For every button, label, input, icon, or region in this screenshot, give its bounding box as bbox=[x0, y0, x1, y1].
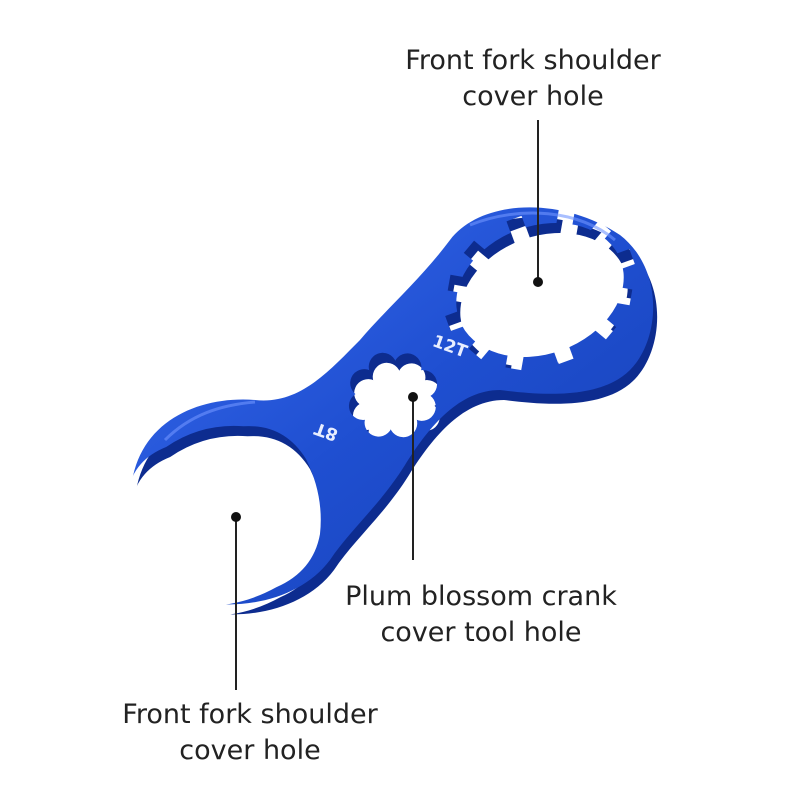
callout-bottom-label: Front fork shoulder cover hole bbox=[122, 697, 377, 769]
callout-middle-leader bbox=[408, 392, 418, 560]
callout-top-label: Front fork shoulder cover hole bbox=[405, 43, 660, 115]
callout-bottom-line2: cover hole bbox=[179, 735, 321, 766]
callout-top-line1: Front fork shoulder bbox=[405, 45, 661, 76]
wrench-body bbox=[130, 207, 654, 605]
callout-top-line2: cover hole bbox=[462, 81, 604, 112]
callout-bottom-line1: Front fork shoulder bbox=[122, 699, 378, 730]
callout-top-leader bbox=[533, 120, 543, 287]
callout-middle-line1: Plum blossom crank bbox=[345, 581, 617, 612]
callout-middle-label: Plum blossom crank cover tool hole bbox=[345, 579, 617, 651]
callout-middle-line2: cover tool hole bbox=[380, 617, 582, 648]
callout-bottom-leader bbox=[231, 512, 241, 690]
